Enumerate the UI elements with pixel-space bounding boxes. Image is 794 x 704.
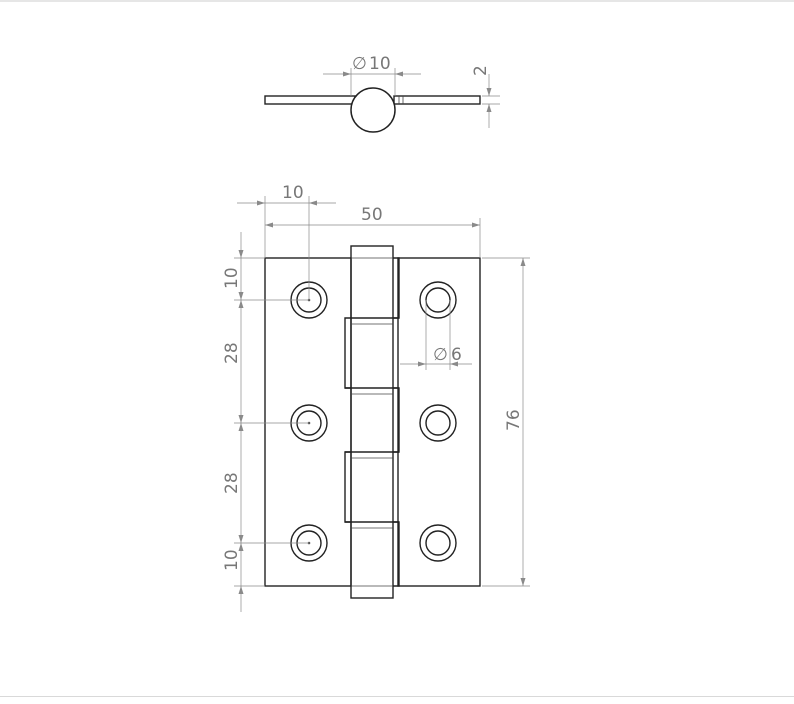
upper-pitch-label: 28 bbox=[222, 342, 242, 364]
pin-diameter-dimension: ∅ 10 bbox=[323, 54, 421, 96]
top-view-right-leaf bbox=[393, 95, 481, 105]
leaf-thickness-dimension: 2 bbox=[471, 65, 500, 128]
pin-diameter-symbol: ∅ bbox=[352, 54, 367, 74]
front-view: 10 50 10 bbox=[222, 183, 530, 612]
right-screw-holes bbox=[419, 281, 457, 562]
screw-hole-right-top bbox=[419, 281, 457, 319]
top-frame-line bbox=[0, 0, 794, 2]
left-leaf bbox=[264, 257, 352, 587]
knuckle-barrel bbox=[350, 245, 394, 599]
hole-offset-label: 10 bbox=[282, 183, 304, 203]
knuckle-tab-left-2 bbox=[344, 451, 351, 523]
hole-offset-dimension: 10 bbox=[237, 183, 336, 300]
overall-width-dimension: 50 bbox=[264, 196, 481, 258]
knuckle-assembly bbox=[344, 245, 400, 599]
hole-diameter-symbol: ∅ bbox=[433, 345, 448, 365]
overall-width-label: 50 bbox=[361, 205, 383, 225]
top-view-left-leaf bbox=[264, 95, 356, 105]
hole-diameter-dimension: ∅ 6 bbox=[400, 300, 472, 370]
bottom-margin-label: 10 bbox=[222, 549, 242, 571]
knuckle-tab-left-1 bbox=[344, 317, 351, 389]
screw-hole-right-middle bbox=[419, 404, 457, 442]
top-view-pin-knuckle bbox=[350, 87, 396, 133]
lower-pitch-label: 28 bbox=[222, 472, 242, 494]
bottom-frame-line bbox=[0, 696, 794, 697]
hole-diameter-label: 6 bbox=[451, 345, 462, 365]
screw-hole-right-bottom bbox=[419, 524, 457, 562]
top-view: ∅ 10 2 bbox=[264, 54, 500, 133]
right-leaf bbox=[397, 257, 481, 587]
left-screw-holes bbox=[290, 281, 328, 562]
vertical-hole-dimensions: 10 28 28 10 bbox=[222, 232, 309, 612]
overall-height-dimension: 76 bbox=[482, 257, 530, 587]
leaf-thickness-label: 2 bbox=[471, 65, 491, 76]
top-margin-label: 10 bbox=[222, 267, 242, 289]
pin-diameter-label: 10 bbox=[369, 54, 391, 74]
overall-height-label: 76 bbox=[504, 409, 524, 431]
